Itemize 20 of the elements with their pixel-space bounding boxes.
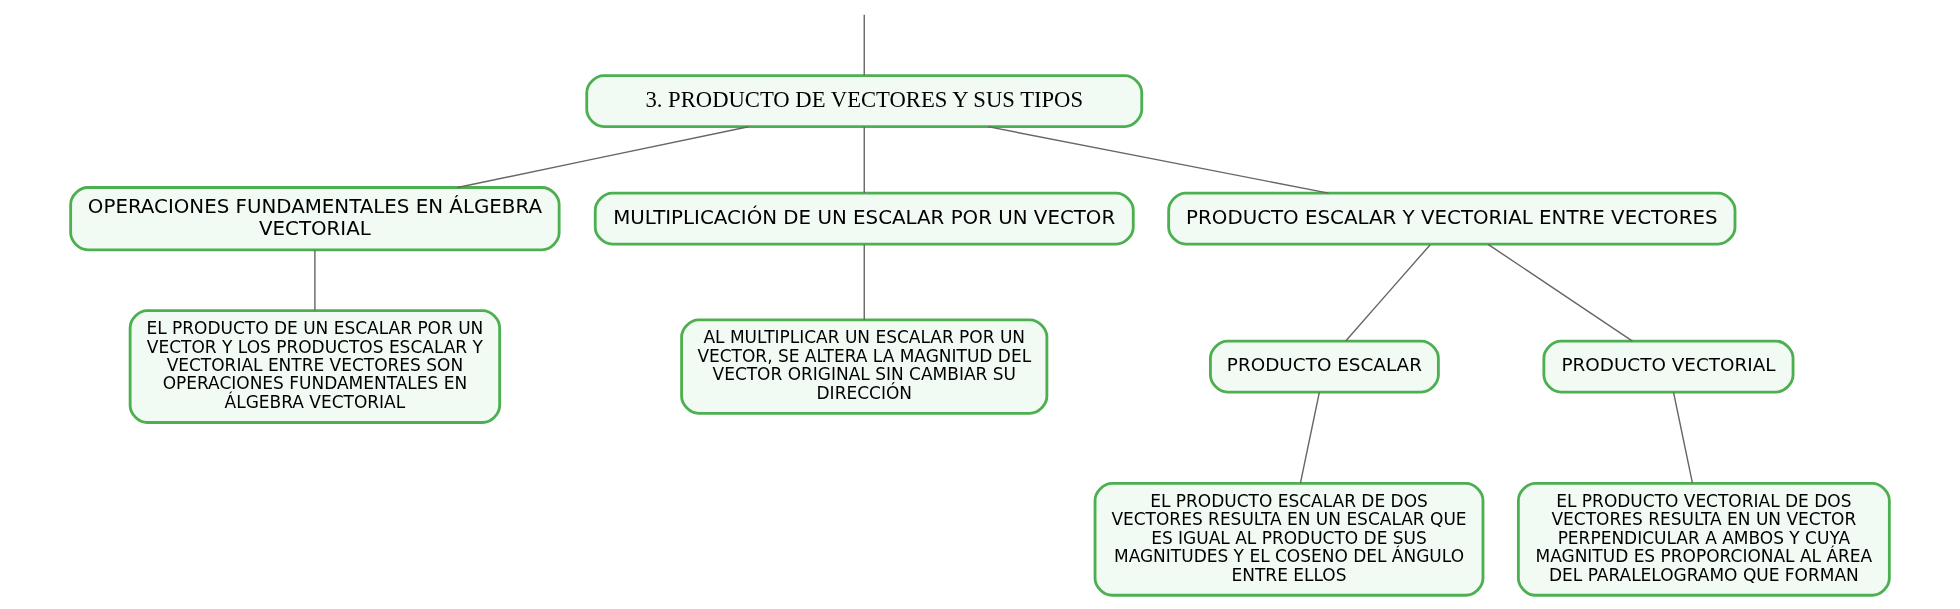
connector	[987, 125, 1330, 194]
connector	[456, 126, 750, 189]
node-box: EL PRODUCTO DE UN ESCALAR POR UN VECTOR Y LOS PRODUCTOS ESCALAR Y VECTORIAL ENTRE VECTORES SON OPERACIONES FUNDAMENTALES EN ÁLGEBRA VECTORIAL	[128, 309, 502, 424]
connector	[863, 126, 865, 194]
node-box: EL PRODUCTO VECTORIAL DE DOS VECTORES RESULTA EN UN VECTOR PERPENDICULAR A AMBOS Y CUYA MAGNITUD ES PROPORCIONAL AL ÁREA DEL PARALELOGRAMO QUE FORMAN	[1516, 482, 1891, 597]
node-box: AL MULTIPLICAR UN ESCALAR POR UN VECTOR, SE ALTERA LA MAGNITUD DEL VECTOR ORIGINAL SIN CAMBIAR SU DIRECCIÓN	[680, 318, 1049, 415]
node-box: MULTIPLICACIÓN DE UN ESCALAR POR UN VECTOR	[593, 191, 1135, 246]
node-box: PRODUCTO ESCALAR	[1209, 339, 1440, 394]
connector	[863, 243, 865, 321]
node-box: PRODUCTO VECTORIAL	[1542, 339, 1795, 394]
node-box: PRODUCTO ESCALAR Y VECTORIAL ENTRE VECTORES	[1167, 191, 1737, 246]
connector	[1345, 243, 1431, 342]
connector	[1299, 391, 1321, 484]
node-box: 3. PRODUCTO DE VECTORES Y SUS TIPOS	[585, 74, 1144, 129]
node-box: EL PRODUCTO ESCALAR DE DOS VECTORES RESULTA EN UN ESCALAR QUE ES IGUAL AL PRODUCTO DE SUS MAGNITUDES Y EL COSENO DEL ÁNGULO ENTRE ELLOS	[1093, 482, 1485, 597]
node-box: OPERACIONES FUNDAMENTALES EN ÁLGEBRA VECTORIAL	[69, 186, 561, 252]
connector	[863, 14, 865, 77]
connector	[1487, 243, 1634, 342]
connector	[1672, 391, 1694, 484]
connector	[314, 249, 316, 312]
